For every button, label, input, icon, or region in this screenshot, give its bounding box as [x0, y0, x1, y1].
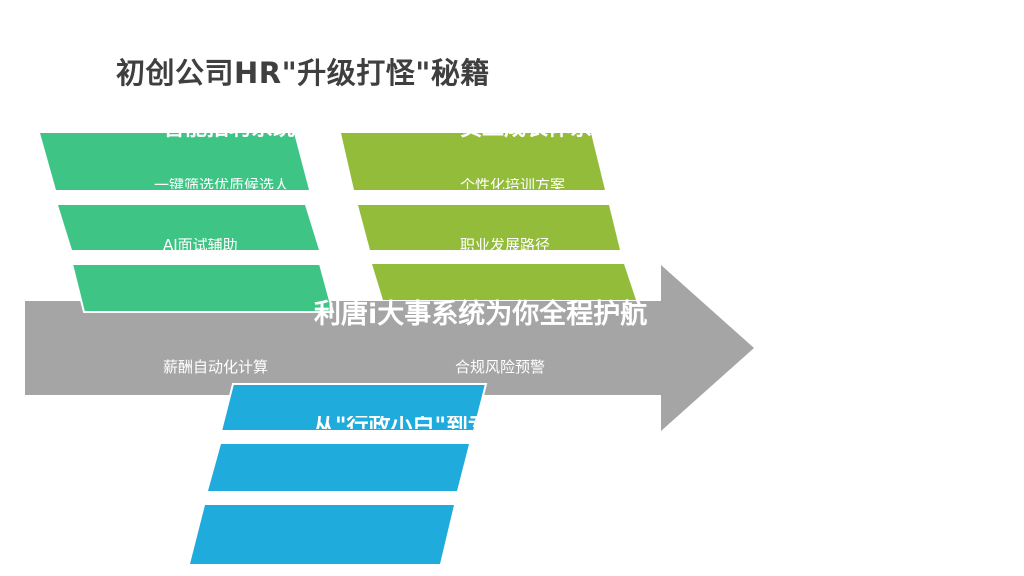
page-title: 初创公司HR"升级打怪"秘籍 [116, 56, 490, 90]
blue-block-2 [208, 444, 469, 491]
green-block-1 [40, 133, 309, 190]
olive-item-2: 职业发展路径 [460, 236, 551, 254]
center-label: 利唐i大事系统为你全程护航 [314, 299, 648, 330]
olive-item-3: 合规风险预警 [455, 358, 546, 376]
green-item-3: 薪酬自动化计算 [163, 358, 269, 376]
blue-block-3 [190, 505, 454, 564]
olive-branch-heading: 员工成长体系 [460, 118, 593, 140]
olive-block-1 [341, 133, 605, 190]
green-item-1: 一键筛选优质候选人 [154, 178, 290, 193]
olive-block-3 [372, 264, 636, 300]
olive-block-2 [358, 205, 620, 250]
green-branch [40, 133, 335, 313]
blue-branch [190, 383, 488, 564]
blue-branch-heading: 从"行政小白"到专家 [313, 416, 483, 438]
green-block-2 [58, 205, 319, 250]
olive-branch [341, 133, 636, 300]
green-item-2: AI面试辅助 [163, 236, 238, 254]
green-block-3 [70, 263, 335, 313]
olive-item-1: 个性化培训方案 [460, 176, 566, 194]
blue-block-1 [219, 383, 488, 432]
green-branch-heading: 智能招聘系统 [163, 118, 296, 140]
